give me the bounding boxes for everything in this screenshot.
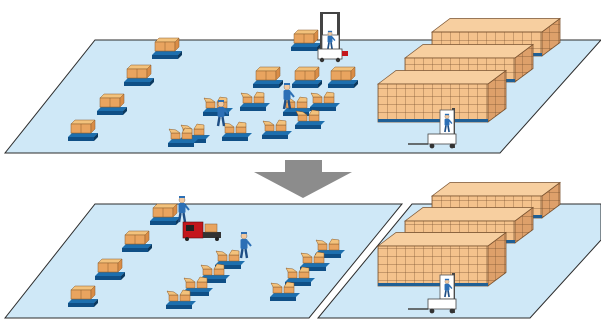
storage-racks [376, 17, 562, 287]
pallet-icon [270, 281, 300, 301]
forklift-icon [182, 221, 221, 241]
pallet-icon [124, 64, 154, 86]
pallet-icon [168, 127, 198, 147]
pallet-icon [240, 91, 270, 111]
pallet-icon [152, 37, 182, 59]
worker-icon [216, 100, 229, 127]
pallet-icon [166, 289, 196, 309]
pallet-icon [97, 93, 127, 115]
pallet-icon [291, 29, 321, 51]
worker-icon [444, 113, 453, 133]
pallet-icon [295, 109, 325, 129]
vehicles [182, 12, 457, 314]
pallet-icon [285, 266, 315, 286]
worker-icon [177, 196, 190, 223]
pallet-icon [262, 119, 292, 139]
pallet-icon [200, 263, 230, 283]
down-arrow-icon [254, 160, 352, 198]
pallet-icon [310, 91, 340, 111]
pallet-icon [222, 121, 252, 141]
worker-icon [327, 30, 336, 50]
forklift-icon [408, 108, 457, 149]
worker-icon [239, 232, 252, 259]
pallet-icon [122, 230, 152, 252]
worker-icon [444, 278, 453, 298]
bottom-left-floor-plate [3, 203, 404, 319]
pallet-icon [95, 258, 125, 280]
pallet-icon [68, 119, 98, 141]
pallet-icon [183, 276, 213, 296]
pallet-icon [253, 66, 283, 88]
workers [177, 83, 295, 259]
pallet-icon [328, 66, 358, 88]
worker-icon [282, 83, 295, 110]
bottom-left-floor-section [3, 203, 404, 319]
pallet-icon [150, 203, 180, 225]
reach-truck-icon [317, 12, 348, 63]
storage-rack-icon [403, 206, 535, 244]
storage-rack-icon [376, 69, 508, 123]
pallet-icon [300, 251, 330, 271]
pallet-icon [68, 285, 98, 307]
forklift-icon [408, 273, 457, 314]
pallet-icon [215, 249, 245, 269]
storage-rack-icon [376, 231, 508, 287]
pallet-icon [292, 66, 322, 88]
